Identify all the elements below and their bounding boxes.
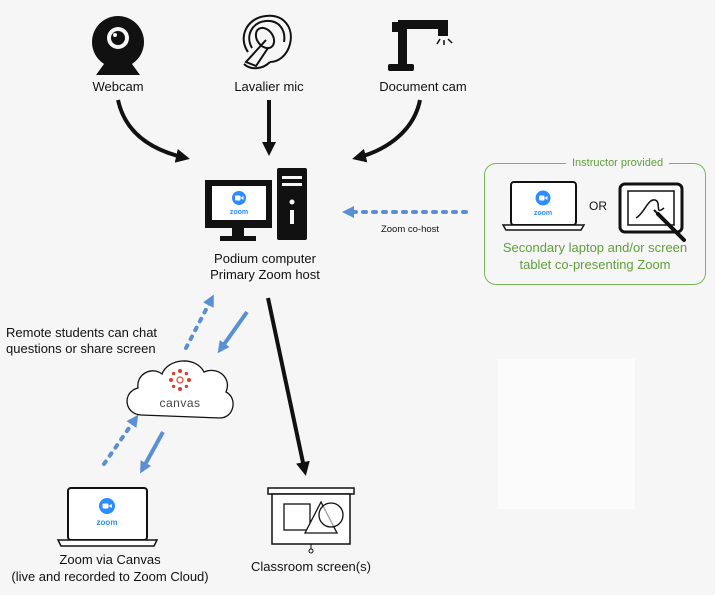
arrow-podium-to-canvas (217, 310, 249, 354)
podium-tower-icon (277, 168, 307, 240)
screen-tablet-icon (618, 182, 686, 242)
zoom-via-canvas-label-line1: Zoom via Canvas (59, 552, 161, 567)
instructor-zoom-logo-icon (535, 190, 551, 206)
zoom-cohost-label: Zoom co-host (380, 224, 440, 235)
lavalier-mic-label: Lavalier mic (234, 79, 304, 94)
instructor-provided-title: Instructor provided (566, 157, 670, 170)
document-cam-label: Document cam (379, 79, 467, 94)
arrow-doccam-to-podium (352, 99, 422, 163)
remote-students-label-line2: questions or share screen (6, 341, 156, 356)
secondary-device-label-line1: Secondary laptop and/or screen (502, 240, 688, 255)
webcam-icon (92, 16, 144, 75)
or-label: OR (589, 199, 607, 213)
arrow-canvas-to-laptop (140, 431, 165, 474)
document-cam-icon (388, 20, 453, 71)
podium-label-line1: Podium computer (214, 251, 316, 266)
zoom-via-canvas-label-line2: (live and recorded to Zoom Cloud) (11, 569, 209, 584)
webcam-label: Webcam (92, 79, 144, 94)
podium-label-line2: Primary Zoom host (210, 267, 320, 282)
canvas-logo-icon (169, 369, 191, 391)
canvas-zoom-laptop-icon (56, 487, 159, 547)
remote-students-label-line1: Remote students can chat (6, 325, 158, 340)
podium-zoom-word: zoom (230, 209, 248, 216)
classroom-screen-label: Classroom screen(s) (251, 559, 371, 574)
canvas-laptop-zoom-word: zoom (97, 518, 118, 527)
canvas-zoom-logo-icon (99, 498, 115, 514)
secondary-device-label-line2: tablet co-presenting Zoom (519, 257, 671, 272)
canvas-word: canvas (159, 396, 200, 410)
instructor-zoom-word: zoom (534, 210, 552, 217)
arrow-podium-to-classroom (266, 297, 310, 476)
blank-panel (498, 359, 635, 509)
podium-zoom-logo-icon (232, 191, 246, 205)
classroom-screen-icon (267, 487, 355, 554)
lavalier-mic-icon (242, 14, 292, 70)
arrow-remote-to-podium (184, 294, 214, 350)
arrow-laptop-to-canvas (102, 414, 139, 466)
arrow-webcam-to-podium (116, 99, 190, 163)
